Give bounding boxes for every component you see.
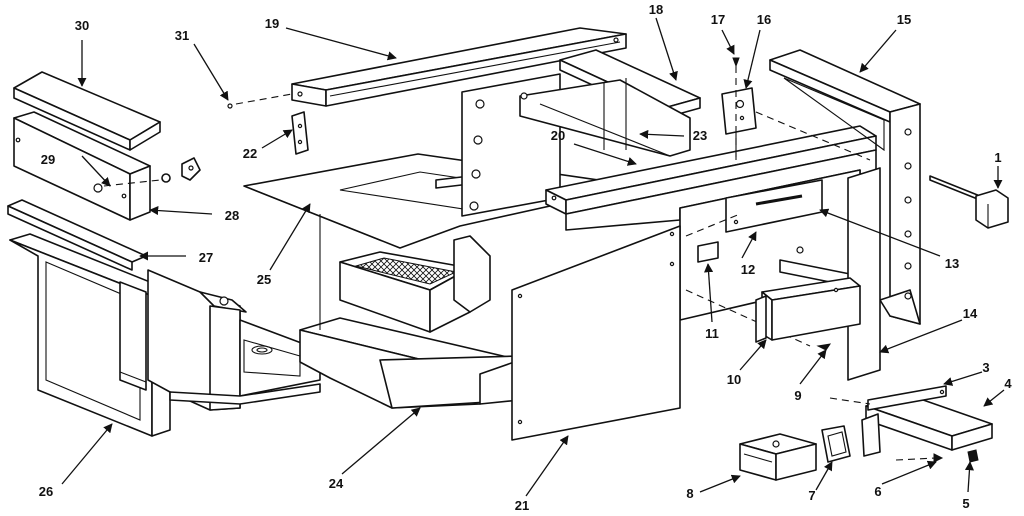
callout-labels: 1 3 4 5 6 7 8 9 10 11 12 13 14 15 16 17 … xyxy=(39,2,1013,513)
callout-11: 11 xyxy=(705,326,719,341)
callout-26: 26 xyxy=(39,484,53,499)
callout-7: 7 xyxy=(808,488,815,503)
part-26-door-frame xyxy=(9,233,171,437)
callout-20: 20 xyxy=(551,128,565,143)
callout-14: 14 xyxy=(963,306,978,321)
callout-15: 15 xyxy=(897,12,911,27)
part-14-side-panel xyxy=(847,167,881,381)
callout-5: 5 xyxy=(962,496,969,511)
callout-29: 29 xyxy=(41,152,55,167)
callout-24: 24 xyxy=(329,476,344,491)
callout-1: 1 xyxy=(994,150,1001,165)
part-30-top-rail xyxy=(13,71,161,151)
callout-27: 27 xyxy=(199,250,213,265)
part-9-screw xyxy=(816,343,832,351)
part-22-bracket xyxy=(291,111,309,155)
callout-17: 17 xyxy=(711,12,725,27)
callout-8: 8 xyxy=(686,486,693,501)
callout-30: 30 xyxy=(75,18,89,33)
callout-4: 4 xyxy=(1004,376,1012,391)
callout-19: 19 xyxy=(265,16,279,31)
callout-6: 6 xyxy=(874,484,881,499)
callout-25: 25 xyxy=(257,272,271,287)
part-6-screw xyxy=(895,453,944,463)
part-19-top-rail xyxy=(291,27,627,107)
callout-9: 9 xyxy=(794,388,801,403)
basket-mesh xyxy=(339,235,491,333)
left-drawer-box xyxy=(147,269,321,411)
callout-18: 18 xyxy=(649,2,663,17)
part-7-bracket xyxy=(821,425,851,463)
part-24-lower-drawer xyxy=(299,317,521,409)
callout-12: 12 xyxy=(741,262,755,277)
part-8-block xyxy=(739,433,817,481)
callout-22: 22 xyxy=(243,146,257,161)
callout-28: 28 xyxy=(225,208,239,223)
part-15-right-frame xyxy=(769,49,921,325)
part-5-screw xyxy=(967,449,979,463)
callout-10: 10 xyxy=(727,372,741,387)
part-4-channel xyxy=(829,385,993,457)
callout-21: 21 xyxy=(515,498,529,513)
leader-lines xyxy=(61,17,1005,497)
part-16-hinge xyxy=(721,57,757,160)
part-29-knob xyxy=(103,157,201,187)
part-1-handle xyxy=(755,111,1009,229)
callout-31: 31 xyxy=(175,28,189,43)
part-21-front-panel xyxy=(511,225,681,441)
callout-13: 13 xyxy=(945,256,959,271)
callout-16: 16 xyxy=(757,12,771,27)
callout-3: 3 xyxy=(982,360,989,375)
part-31-fastener xyxy=(227,93,293,109)
callout-23: 23 xyxy=(693,128,707,143)
part-10-lower-trim xyxy=(755,277,861,343)
part-28-front-panel xyxy=(13,111,151,221)
